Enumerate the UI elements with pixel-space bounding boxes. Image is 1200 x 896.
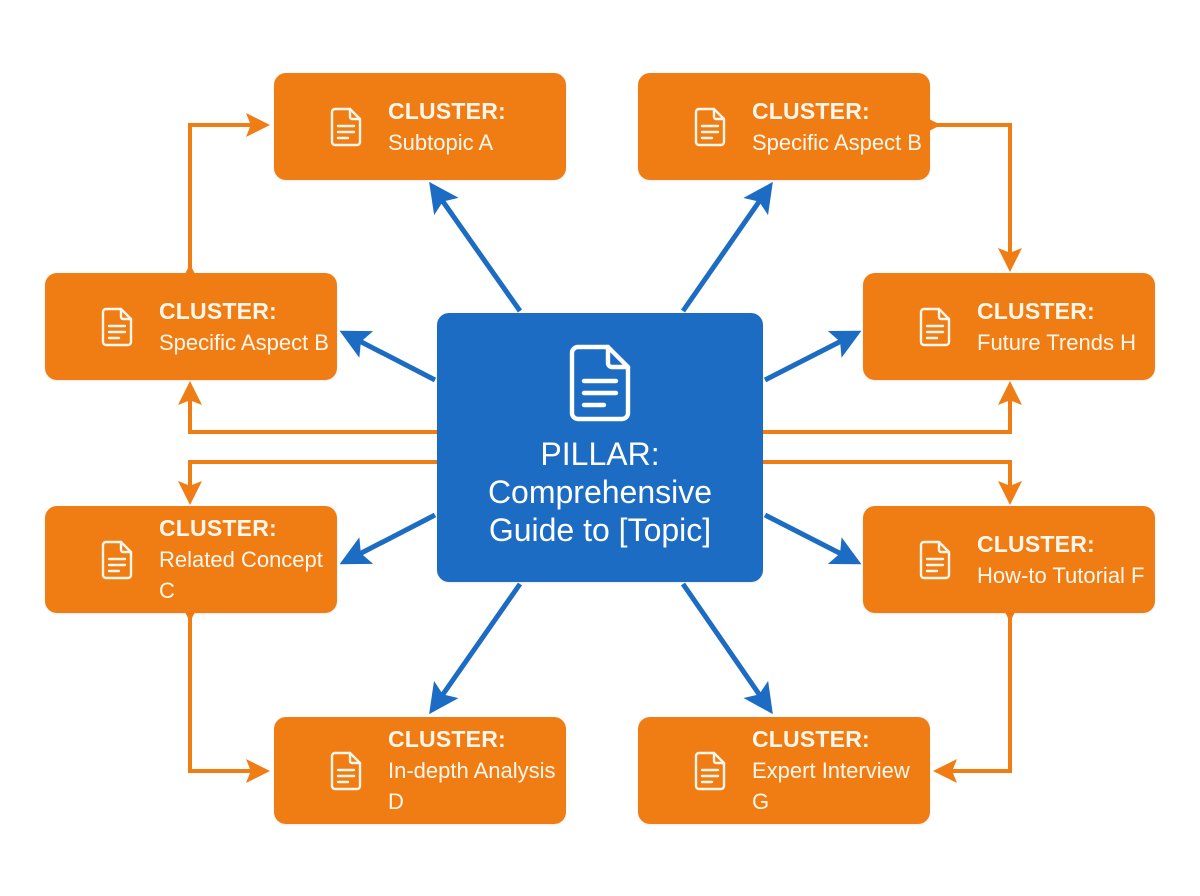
cluster-title: Expert Interview G [752,758,910,814]
cluster-kicker: CLUSTER: [752,726,870,752]
cluster-title: Subtopic A [388,129,494,155]
cluster-node-in-depth-analysis-d[interactable]: CLUSTER: In-depth Analysis D [274,717,566,824]
document-icon [101,540,133,579]
document-icon [330,751,362,790]
link-pillar-to-future-trends-h [763,381,1022,434]
cluster-title: In-depth Analysis D [388,758,556,814]
link-specific-aspect-b-to-future-trends-h [917,113,1022,272]
document-icon [101,307,133,346]
document-icon [569,344,631,422]
cluster-node-expert-interview-g[interactable]: CLUSTER: Expert Interview G [638,717,930,824]
hub-arrow-specific-aspect-b-left [339,330,437,383]
link-how-to-tutorial-f-to-expert-interview-g [933,598,1022,783]
cluster-node-future-trends-h[interactable]: CLUSTER: Future Trends H [863,273,1155,380]
document-icon [694,107,726,146]
cluster-kicker: CLUSTER: [159,297,277,324]
hub-arrow-specific-aspect-b-top [680,181,773,313]
cluster-kicker: CLUSTER: [977,297,1095,324]
cluster-kicker: CLUSTER: [388,97,506,124]
cluster-links [178,113,1022,783]
cluster-node-how-to-tutorial-f[interactable]: CLUSTER: How-to Tutorial F [863,506,1155,613]
hub-arrow-related-concept-c [339,512,437,565]
link-related-concept-c-to-in-depth-analysis-d [178,598,270,783]
document-icon [919,307,951,346]
document-icon [330,107,362,146]
cluster-title: Specific Aspect B [752,129,922,155]
cluster-title: Related Concept C [159,547,323,603]
document-icon [919,540,951,579]
hub-arrow-in-depth-analysis-d [429,582,523,715]
cluster-node-specific-aspect-b-top[interactable]: CLUSTER: Specific Aspect B [638,73,930,180]
link-pillar-to-how-to-tutorial-f [763,460,1022,505]
document-icon [694,751,726,790]
cluster-kicker: CLUSTER: [388,726,506,752]
pillar-line-2: Comprehensive [487,474,713,510]
cluster-title: How-to Tutorial F [977,562,1145,588]
hub-arrow-expert-interview-g [680,582,773,715]
cluster-title: Future Trends H [977,329,1136,355]
cluster-node-related-concept-c[interactable]: CLUSTER: Related Concept C [45,506,337,613]
hub-arrow-how-to-tutorial-f [763,512,862,565]
hub-arrow-future-trends-h [763,330,862,383]
cluster-node-subtopic-a[interactable]: CLUSTER: Subtopic A [274,73,566,180]
link-subtopic-a-to-specific-aspect-b [178,113,270,288]
pillar-line-1: PILLAR: [540,436,660,472]
pillar-title: PILLAR: Comprehensive Guide to [Topic] [488,435,712,549]
link-pillar-to-related-concept-c [178,460,437,505]
cluster-kicker: CLUSTER: [159,515,277,541]
cluster-node-specific-aspect-b-left[interactable]: CLUSTER: Specific Aspect B [45,273,337,380]
hub-arrow-subtopic-a [429,181,523,313]
cluster-title: Specific Aspect B [159,329,329,355]
pillar-node[interactable]: PILLAR: Comprehensive Guide to [Topic] [437,313,763,582]
hub-arrows [339,181,862,715]
link-pillar-to-specific-aspect-b-left [178,381,437,434]
cluster-kicker: CLUSTER: [752,97,870,124]
pillar-line-3: Guide to [Topic] [488,512,712,548]
cluster-kicker: CLUSTER: [977,530,1095,557]
